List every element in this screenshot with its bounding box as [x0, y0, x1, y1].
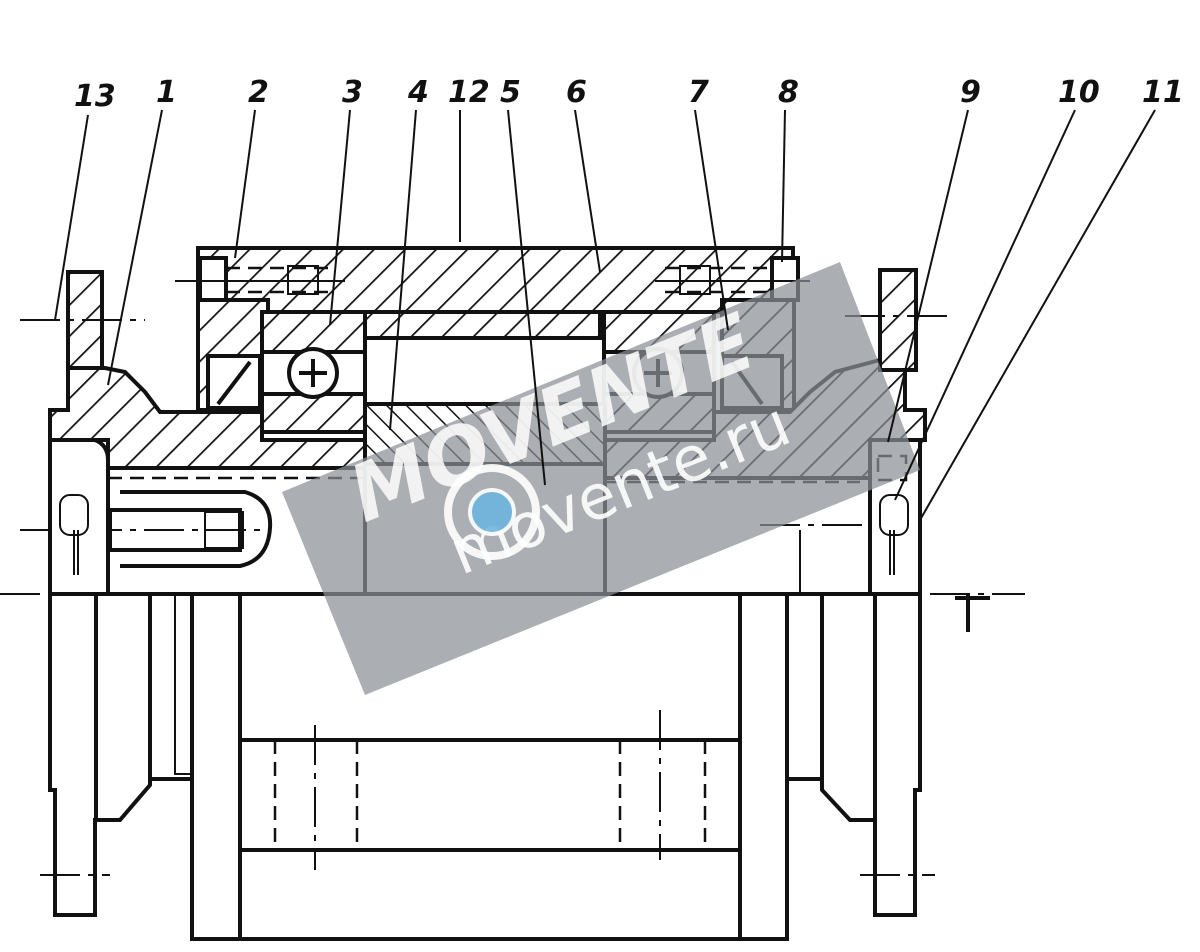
end-cap-left: [48, 438, 110, 596]
callout-7: 7: [688, 75, 709, 110]
watermark-panel: [282, 262, 920, 695]
callout-10: 10: [1058, 75, 1100, 110]
callout-9: 9: [960, 75, 981, 110]
callout-13: 13: [74, 79, 116, 114]
callout-12: 12: [448, 75, 490, 110]
callout-5: 5: [500, 75, 521, 110]
callout-4: 4: [407, 75, 429, 110]
bearing-left: [260, 310, 367, 434]
callout-6: 6: [566, 75, 587, 110]
callout-3: 3: [342, 75, 363, 110]
callout-1: 1: [156, 75, 177, 110]
flange-left: [20, 270, 145, 370]
callout-labels: 13 1 2 3 4 12 5 6 7 8 9 10 11: [74, 75, 1184, 114]
callout-8: 8: [778, 75, 799, 110]
watermark-bearing-icon: [444, 464, 540, 560]
callout-11: 11: [1142, 75, 1184, 110]
leader-lines: [54, 109, 1156, 521]
housing-bolt-left: [175, 256, 345, 302]
callout-2: 2: [248, 75, 269, 110]
seal-left: [206, 354, 262, 410]
lower-outer-view: [40, 592, 935, 941]
